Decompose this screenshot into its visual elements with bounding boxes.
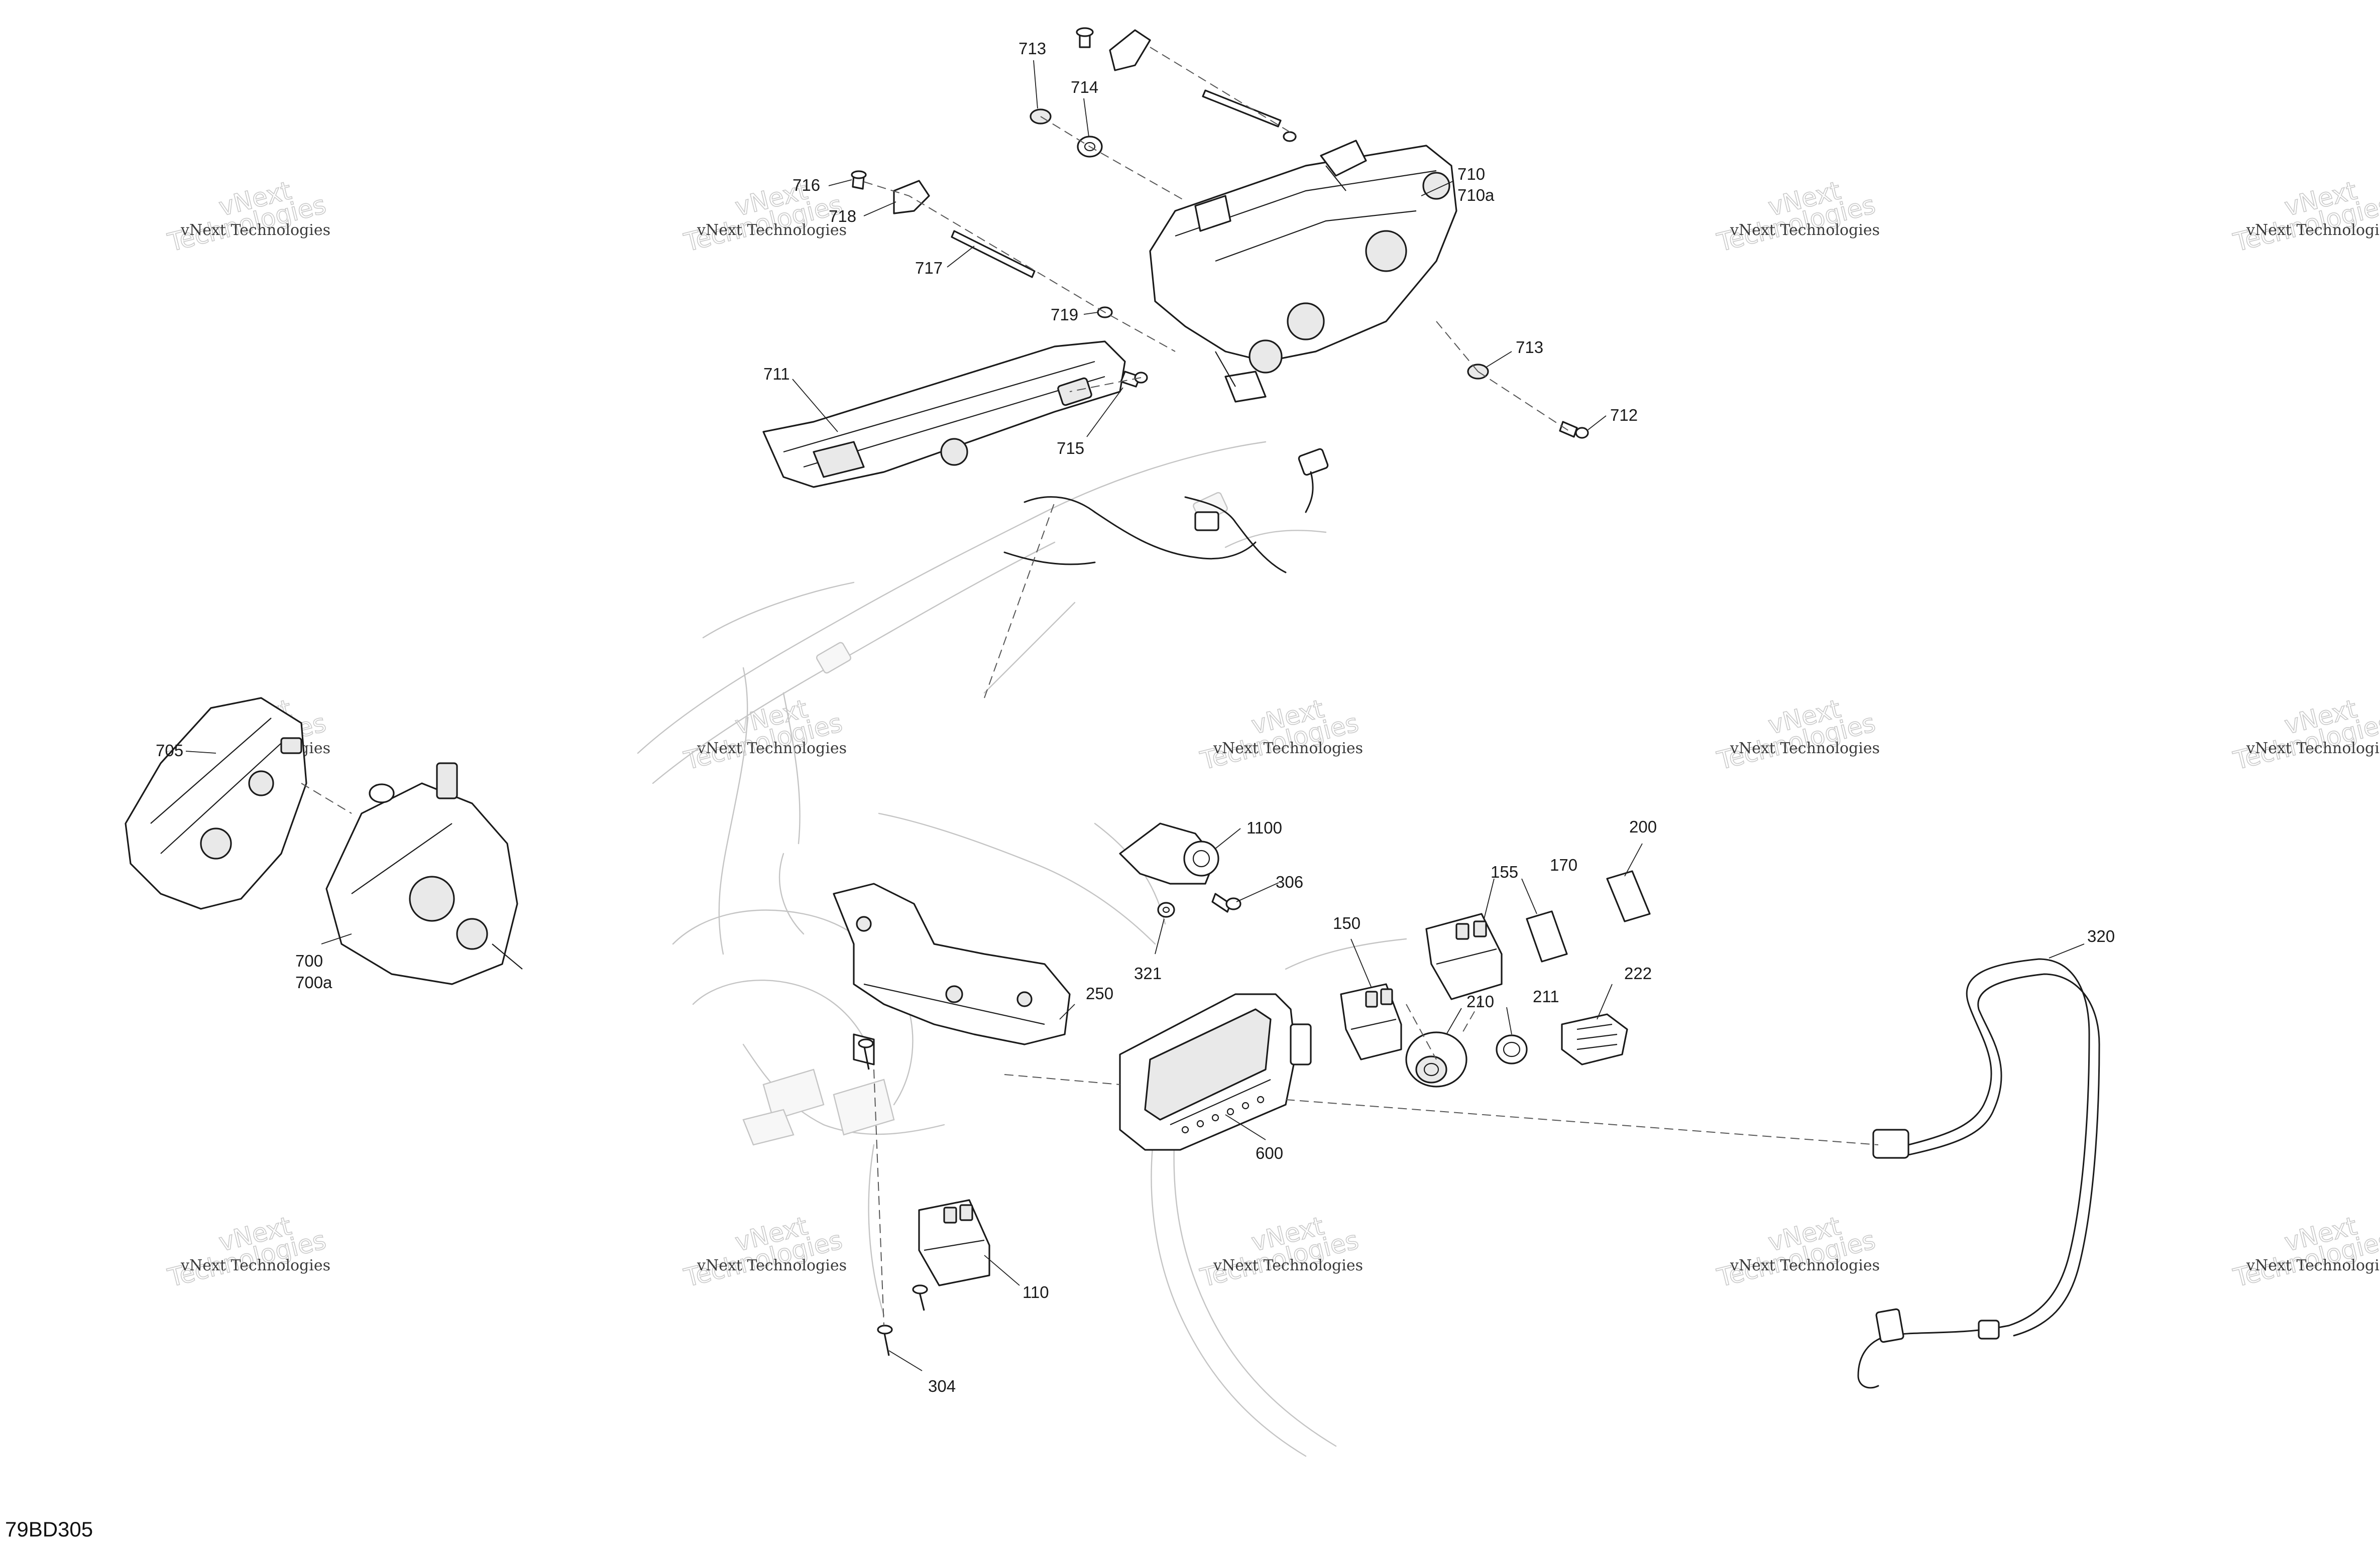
callout-710a: 710a (1457, 186, 1495, 204)
blank-plug-170 (1526, 910, 1568, 963)
watermark-text: vNext Technologies (180, 221, 330, 239)
instrument-cluster-600 (1119, 993, 1312, 1151)
watermark-text: vNext Technologies (1730, 1257, 1880, 1274)
watermark-text: vNext Technologies (697, 740, 847, 757)
wiring-harness-upper (1003, 448, 1329, 573)
callout-716: 716 (792, 176, 820, 194)
callout-718: 718 (829, 207, 856, 225)
callout-321: 321 (1134, 964, 1162, 983)
headlight-bracket-710 (1149, 140, 1457, 403)
watermark-text: vNext Technologies (1730, 740, 1880, 757)
callout-110: 110 (1023, 1283, 1049, 1301)
background-frame-ghost (637, 441, 1407, 1457)
callout-600: 600 (1256, 1144, 1283, 1162)
watermark-text: vNext Technologies (2246, 221, 2380, 239)
knob-222 (1561, 1013, 1628, 1065)
headlight-700 (325, 762, 523, 985)
watermark-text: vNext Technologies (2246, 740, 2380, 757)
watermark-text: vNext Technologies (1213, 740, 1363, 757)
blank-plug-200 (1606, 870, 1651, 922)
switch-110 (877, 1199, 990, 1356)
callout-304: 304 (928, 1377, 956, 1395)
switch-150 (1340, 983, 1402, 1060)
watermark-text: vNext Technologies (1213, 1257, 1363, 1274)
callout-705: 705 (156, 741, 183, 760)
callout-713b: 713 (1516, 338, 1543, 357)
callout-320: 320 (2087, 927, 2115, 945)
watermark-text: vNext Technologies (2246, 1257, 2380, 1274)
callout-712: 712 (1610, 406, 1638, 424)
bracket-250 (833, 883, 1071, 1070)
watermark-text: vNext Technologies (697, 221, 847, 239)
callout-222: 222 (1624, 964, 1652, 983)
power-socket-1100 (1119, 822, 1219, 885)
headlight-705 (125, 697, 307, 910)
callout-711: 711 (763, 365, 790, 383)
callout-713a: 713 (1018, 39, 1046, 58)
callout-306: 306 (1276, 873, 1303, 891)
watermark-text: vNext Technologies (180, 1257, 330, 1274)
callout-710: 710 (1457, 165, 1485, 183)
callout-700: 700 (295, 952, 323, 970)
callout-170: 170 (1550, 856, 1577, 874)
callout-715: 715 (1057, 439, 1084, 457)
callout-150: 150 (1333, 914, 1361, 932)
fascia-711 (762, 340, 1126, 488)
assembly-lines (301, 47, 1879, 1326)
callout-200: 200 (1629, 817, 1657, 836)
callout-155: 155 (1491, 863, 1518, 881)
harness-320 (1857, 958, 2100, 1389)
callout-211: 211 (1533, 987, 1559, 1006)
callout-250: 250 (1086, 984, 1113, 1003)
nut-211 (1496, 1034, 1528, 1064)
callout-719: 719 (1051, 305, 1078, 324)
watermark-text: vNext Technologies (697, 1257, 847, 1274)
fasteners-mid (1157, 893, 1241, 918)
callout-700a: 700a (295, 973, 332, 992)
callout-1100: 1100 (1246, 818, 1282, 837)
callout-210: 210 (1466, 992, 1494, 1011)
callout-717: 717 (915, 259, 943, 277)
callout-714: 714 (1071, 78, 1098, 96)
switch-155 (1425, 913, 1503, 1000)
leader-lines (185, 60, 2085, 1371)
watermark-text: vNext Technologies (1730, 221, 1880, 239)
diagram-code: 79BD305 (5, 1517, 93, 1541)
callout-labels: 713 714 716 718 717 719 710 710a 713 712… (156, 39, 2115, 1395)
